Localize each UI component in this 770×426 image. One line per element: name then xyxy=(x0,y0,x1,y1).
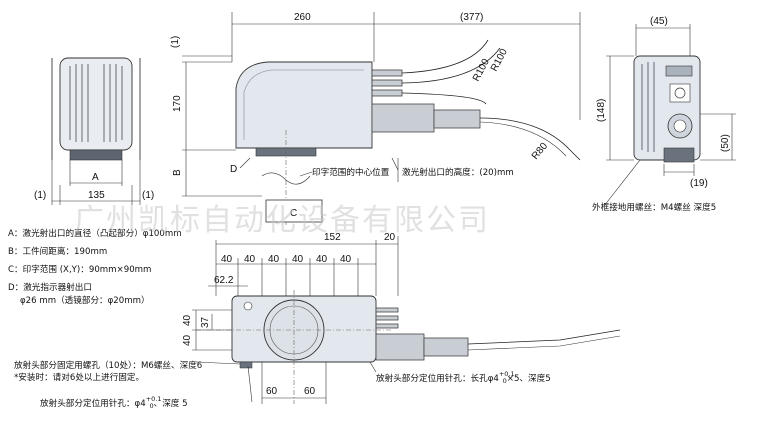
dim-37: 37 xyxy=(200,316,211,328)
dim-135: 135 xyxy=(88,190,105,201)
dim-v40a: 40 xyxy=(182,314,193,326)
dim-front-right-gap: (1) xyxy=(142,190,154,201)
dim-40e: 40 xyxy=(316,254,328,265)
dim-40f: 40 xyxy=(340,254,352,265)
dim-260: 260 xyxy=(294,12,311,23)
dim-60a: 60 xyxy=(266,386,278,397)
rear-view: (45) (148) (50) (19) 外框接地用螺丝：M4螺丝 深度5 xyxy=(592,16,736,213)
dim-40a: 40 xyxy=(221,254,233,265)
note-ground-screw: 外框接地用螺丝：M4螺丝 深度5 xyxy=(592,201,716,213)
dim-60b: 60 xyxy=(304,386,316,397)
dim-377: (377) xyxy=(460,12,483,23)
dim-19: (19) xyxy=(690,178,708,189)
dim-b: B xyxy=(172,169,183,176)
legend-d2: φ26 mm（透镜部分：φ20mm） xyxy=(20,294,150,306)
dim-r80: R80 xyxy=(530,140,551,161)
dim-148: (148) xyxy=(596,99,607,122)
dim-a: A xyxy=(92,172,99,183)
note-laser-height: 激光射出口的高度：(20)mm xyxy=(402,166,514,178)
label-c: C xyxy=(290,208,297,219)
plan-view: 152 20 40 40 40 40 40 40 62.2 xyxy=(14,232,621,410)
dim-front-left-gap: (1) xyxy=(34,190,46,201)
dim-50: (50) xyxy=(720,134,731,152)
dim-side-gap: (1) xyxy=(170,36,181,48)
dim-40b: 40 xyxy=(244,254,256,265)
dim-62-2: 62.2 xyxy=(214,275,234,286)
legend-b: B：工件间距离：190mm xyxy=(8,245,107,257)
dim-r100-2: R100 xyxy=(489,47,510,74)
dim-45: (45) xyxy=(650,16,668,27)
legend-a: A：激光射出口的直径（凸起部分）φ100mm xyxy=(8,227,182,239)
label-d: D xyxy=(230,164,237,175)
watermark: 广州凯标自动化设备有限公司 xyxy=(74,203,490,238)
note-print-center: 印字范围的中心位置 xyxy=(312,166,390,178)
front-view: A 135 (1) (1) xyxy=(34,57,154,205)
dim-20: 20 xyxy=(384,232,396,243)
legend-c: C：印字范围 (X,Y)：90mm×90mm xyxy=(8,263,151,275)
legend-d1: D：激光指示器射出口 xyxy=(8,281,92,293)
side-view: 260 (377) (1) 170 B D R100 R100 R xyxy=(170,12,581,226)
dim-v40b: 40 xyxy=(182,334,193,346)
note-fix-screw-2: *安装时：请对6处以上进行固定。 xyxy=(14,371,144,383)
legend: A：激光射出口的直径（凸起部分）φ100mm B：工件间距离：190mm C：印… xyxy=(8,227,182,306)
dim-r100-1: R100 xyxy=(471,57,492,84)
dim-40d: 40 xyxy=(292,254,304,265)
dim-40c: 40 xyxy=(268,254,280,265)
note-fix-screw-1: 放射头部分固定用螺孔（10处）：M6螺丝、深度6 xyxy=(14,359,202,371)
dim-152: 152 xyxy=(324,232,341,243)
dim-170: 170 xyxy=(172,95,183,112)
